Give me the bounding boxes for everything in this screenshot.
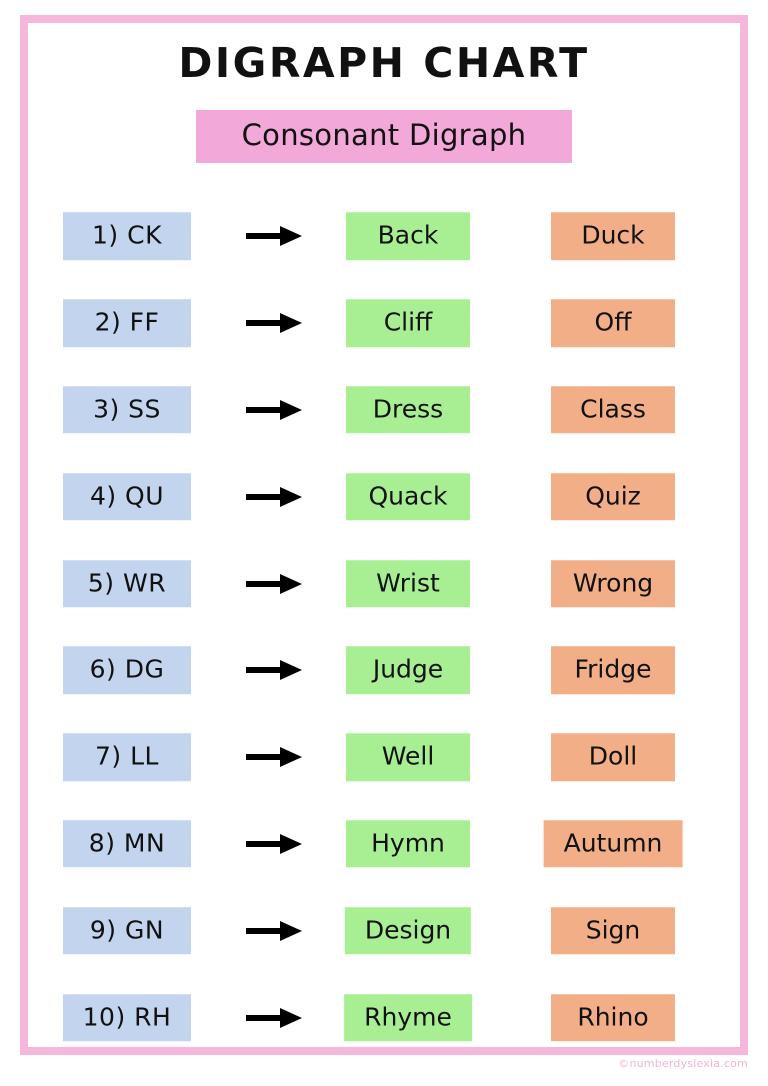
example-two-cell: Class — [551, 386, 675, 434]
arrow-right-icon — [224, 658, 324, 682]
digraph-chip: 10) RH — [63, 993, 191, 1042]
arrow-right-icon — [224, 919, 324, 943]
example-two-chip: Rhino — [551, 993, 675, 1042]
example-two-chip: Class — [551, 386, 675, 434]
arrow-right-icon — [224, 745, 324, 769]
arrow-right-icon — [224, 485, 324, 509]
example-one-cell: Cliff — [346, 299, 470, 347]
example-two-chip: Duck — [551, 212, 675, 261]
example-one-chip: Well — [346, 733, 470, 781]
example-one-cell: Quack — [346, 473, 470, 521]
example-two-chip: Off — [551, 299, 675, 347]
example-two-cell: Duck — [551, 212, 675, 261]
example-two-chip: Doll — [551, 733, 675, 781]
example-two-cell: Quiz — [551, 473, 675, 521]
example-two-cell: Doll — [551, 733, 675, 781]
digraph-row: 7) LL Well Doll — [28, 714, 740, 801]
credit-watermark: ©numberdyslexia.com — [618, 1057, 748, 1070]
example-two-cell: Off — [551, 299, 675, 347]
arrow-right-icon — [224, 224, 324, 248]
digraph-row: 8) MN Hymn Autumn — [28, 801, 740, 888]
digraph-row: 9) GN Design Sign — [28, 887, 740, 974]
example-one-cell: Dress — [346, 386, 470, 434]
example-one-cell: Judge — [346, 646, 470, 695]
subtitle-banner-wrap: Consonant Digraph — [28, 110, 740, 164]
poster-inner: DIGRAPH CHART Consonant Digraph 1) CK Bac… — [28, 23, 740, 1047]
example-two-cell: Wrong — [551, 559, 675, 608]
digraph-chip: 6) DG — [63, 646, 191, 695]
example-one-cell: Wrist — [346, 559, 470, 608]
example-one-cell: Hymn — [346, 820, 470, 868]
arrow-right-icon — [224, 1006, 324, 1030]
arrow-right-icon — [224, 832, 324, 856]
arrow-right-icon — [224, 398, 324, 422]
digraph-chip: 1) CK — [63, 212, 191, 261]
page-title: DIGRAPH CHART — [178, 39, 590, 87]
digraph-chip: 9) GN — [63, 907, 191, 955]
example-two-chip: Quiz — [551, 473, 675, 521]
digraph-chart-poster: DIGRAPH CHART Consonant Digraph 1) CK Bac… — [20, 15, 748, 1055]
arrow-right-icon — [224, 572, 324, 596]
example-one-chip: Quack — [346, 473, 470, 521]
digraph-chip: 8) MN — [63, 820, 191, 868]
example-one-chip: Design — [344, 907, 472, 955]
digraph-chip: 5) WR — [63, 559, 191, 608]
arrow-right-icon — [224, 311, 324, 335]
digraph-chip: 2) FF — [63, 299, 191, 347]
digraph-chip: 4) QU — [63, 473, 191, 521]
example-two-chip: Sign — [551, 907, 675, 955]
digraph-row: 5) WR Wrist Wrong — [28, 540, 740, 627]
digraph-row: 3) SS Dress Class — [28, 367, 740, 454]
digraph-chip: 3) SS — [63, 386, 191, 434]
example-one-chip: Rhyme — [344, 993, 472, 1042]
example-one-chip: Hymn — [346, 820, 470, 868]
digraph-row: 4) QU Quack Quiz — [28, 453, 740, 540]
example-two-cell: Sign — [551, 907, 675, 955]
example-one-chip: Wrist — [346, 559, 470, 608]
example-two-chip: Wrong — [551, 559, 675, 608]
digraph-row: 2) FF Cliff Off — [28, 280, 740, 367]
example-one-cell: Well — [346, 733, 470, 781]
example-two-cell: Rhino — [551, 993, 675, 1042]
digraph-chip: 7) LL — [63, 733, 191, 781]
digraph-row: 6) DG Judge Fridge — [28, 627, 740, 714]
digraph-row-list: 1) CK Back Duck 2) FF Cliff Off 3) SS Dress Clas… — [28, 193, 740, 1061]
subtitle-banner: Consonant Digraph — [195, 110, 573, 164]
example-one-cell: Back — [346, 212, 470, 261]
digraph-row: 10) RH Rhyme Rhino — [28, 974, 740, 1061]
example-two-cell: Fridge — [551, 646, 675, 695]
example-one-cell: Rhyme — [344, 993, 472, 1042]
example-two-chip: Autumn — [543, 820, 683, 868]
example-one-chip: Dress — [346, 386, 470, 434]
example-one-chip: Cliff — [346, 299, 470, 347]
example-one-chip: Judge — [346, 646, 470, 695]
example-one-cell: Design — [344, 907, 472, 955]
digraph-row: 1) CK Back Duck — [28, 193, 740, 280]
example-two-chip: Fridge — [551, 646, 675, 695]
example-one-chip: Back — [346, 212, 470, 261]
example-two-cell: Autumn — [543, 820, 683, 868]
